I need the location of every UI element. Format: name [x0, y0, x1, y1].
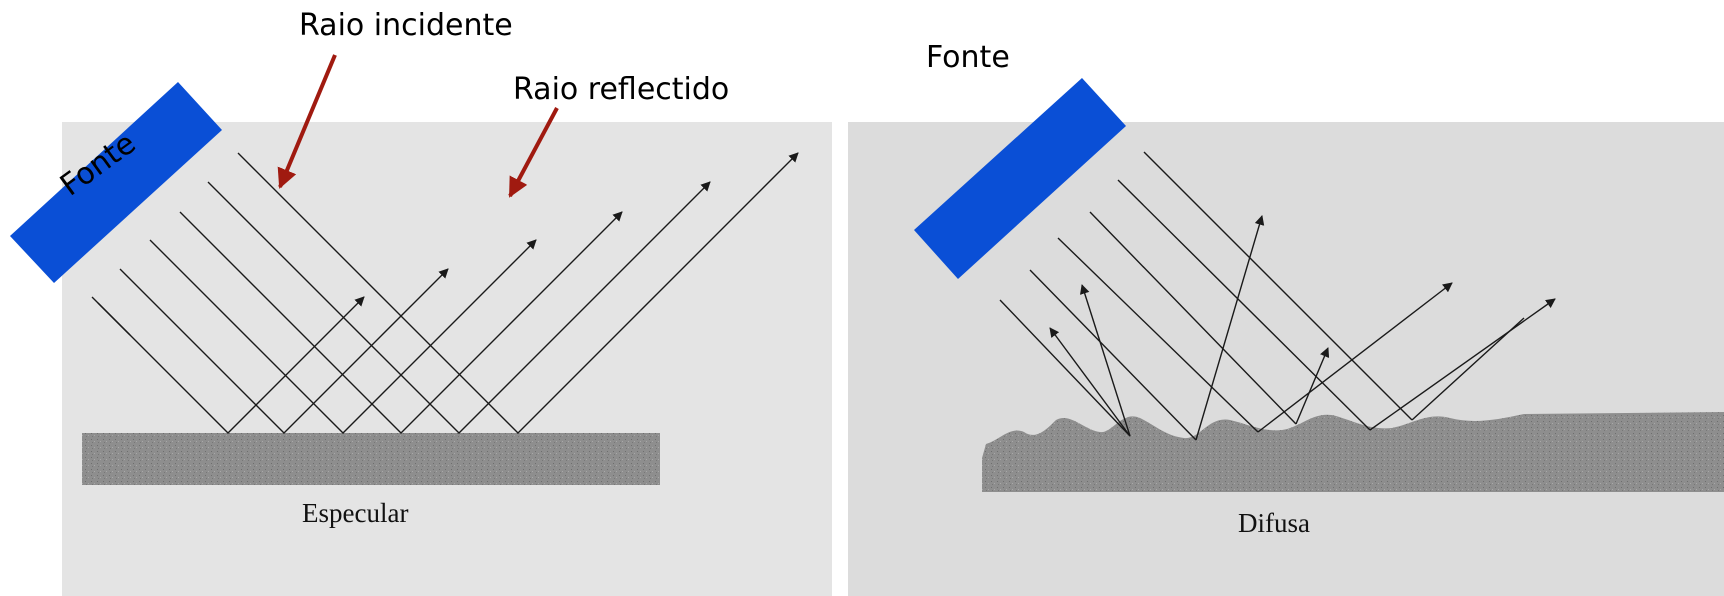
diffuse-reflected-rays	[1049, 215, 1556, 441]
reflected-ray-pointer-arrow	[508, 107, 559, 198]
specular-ray	[237, 152, 799, 434]
specular-ray	[119, 268, 449, 434]
specular-caption: Especular	[302, 498, 409, 528]
incident-ray-pointer-arrow	[277, 54, 337, 189]
specular-ray	[149, 239, 537, 434]
right-source-label: Fonte	[926, 40, 1010, 75]
specular-ray-segment	[97, 302, 131, 336]
incident-ray-label: Raio incidente	[299, 8, 513, 43]
diffuse-reflected-ray	[1049, 327, 1131, 437]
diffuse-incident-ray	[1117, 179, 1371, 431]
specular-ray	[179, 211, 623, 434]
diffuse-surface	[982, 412, 1724, 492]
reflected-ray-label: Raio reflectido	[513, 72, 730, 107]
diffuse-caption: Difusa	[1238, 508, 1310, 538]
diffuse-incident-ray	[999, 299, 1131, 437]
diffuse-incident-ray	[1057, 237, 1259, 433]
specular-ray	[207, 181, 711, 434]
diffuse-reflected-ray	[1257, 282, 1453, 433]
diffuse-reflected-ray	[1295, 347, 1330, 425]
diffuse-incident-ray	[1029, 269, 1197, 441]
diffuse-reflected-ray	[1080, 284, 1131, 437]
specular-rays	[91, 152, 799, 434]
left-source-block	[10, 82, 222, 283]
specular-ray	[91, 296, 365, 434]
specular-surface	[82, 433, 660, 485]
diffuse-incident-rays	[999, 151, 1413, 441]
diffuse-incident-ray	[1089, 211, 1297, 425]
diffuse-reflected-ray	[1195, 215, 1265, 441]
right-source-block	[914, 78, 1126, 279]
diffuse-reflected-ray	[1411, 317, 1525, 421]
specular-panel-background	[62, 122, 832, 596]
diffuse-incident-ray	[1143, 151, 1413, 421]
diffuse-reflected-ray	[1369, 298, 1556, 431]
